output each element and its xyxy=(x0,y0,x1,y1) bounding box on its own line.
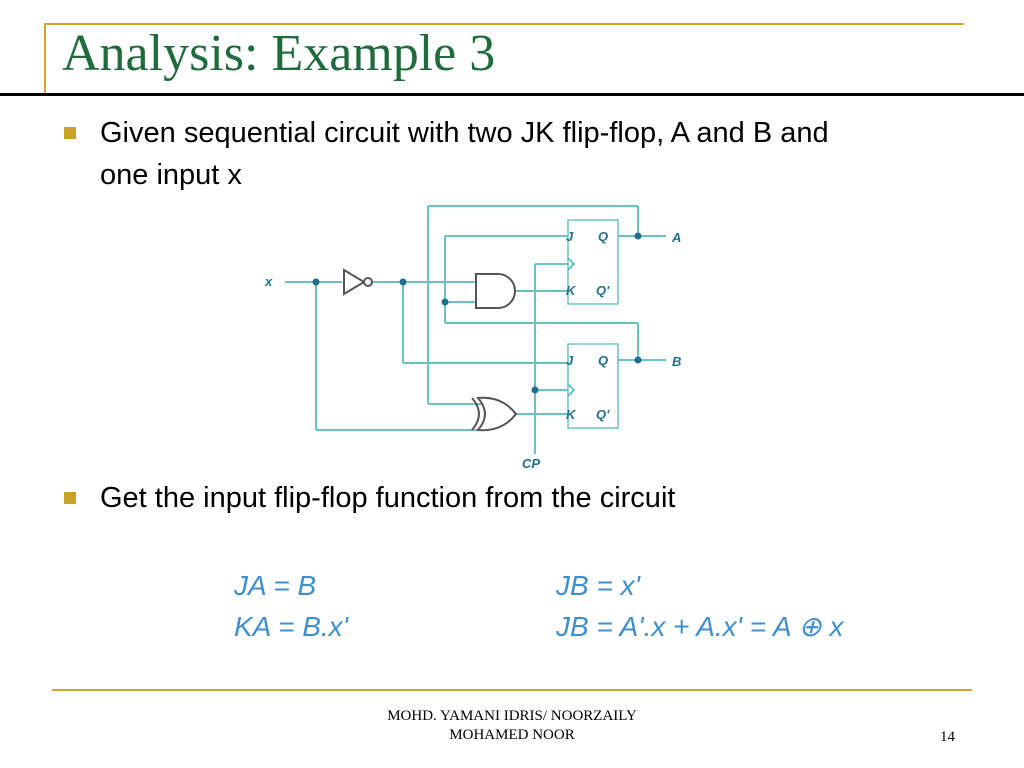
title-frame-top-rule xyxy=(44,23,964,25)
circuit-diagram: x A B CP J K Q Q' J K Q Q' xyxy=(264,205,681,470)
slide-title: Analysis: Example 3 xyxy=(62,25,496,82)
ff-b-pin-q-bar: Q' xyxy=(596,407,610,422)
ff-a-pin-q-bar: Q' xyxy=(596,283,610,298)
footer-rule xyxy=(52,689,972,691)
flip-flop-a xyxy=(567,219,619,305)
inverter-gate xyxy=(343,268,366,296)
input-x-label: x xyxy=(264,274,273,289)
ff-b-pin-k: K xyxy=(566,407,577,422)
bullet-text-1: Given sequential circuit with two JK fli… xyxy=(100,117,829,191)
bullet-marker-2 xyxy=(64,492,76,504)
ff-b-pin-j: J xyxy=(566,353,574,368)
output-a-label: A xyxy=(671,230,681,245)
clock-label: CP xyxy=(522,456,540,470)
ff-a-pin-j: J xyxy=(566,229,574,244)
inverter-bubble xyxy=(363,277,373,287)
circuit-junctions xyxy=(312,232,642,394)
page-number: 14 xyxy=(940,729,955,745)
bullet-marker-1 xyxy=(64,127,76,139)
flip-flop-boxes xyxy=(567,219,619,429)
footer-line-2: MOHAMED NOOR xyxy=(449,727,575,743)
bullet-text-2: Get the input flip-flop function from th… xyxy=(100,482,676,514)
circuit-wires xyxy=(285,205,666,454)
xor-gate-arc xyxy=(471,397,480,431)
flip-flop-b xyxy=(567,343,619,429)
ff-a-pin-k: K xyxy=(566,283,577,298)
equation-ka: KA = B.x' xyxy=(234,611,349,642)
ff-b-pin-q: Q xyxy=(598,353,608,368)
title-underline xyxy=(0,93,1024,96)
equation-jb: JB = x' xyxy=(556,570,640,601)
equation-ja: JA = B xyxy=(234,570,317,601)
output-b-label: B xyxy=(672,354,681,369)
or-gate xyxy=(475,396,518,432)
ff-a-pin-q: Q xyxy=(598,229,608,244)
logic-gates xyxy=(343,268,518,432)
title-frame-left-rule xyxy=(44,23,46,93)
and-gate xyxy=(475,273,516,309)
footer-line-1: MOHD. YAMANI IDRIS/ NOORZAILY xyxy=(387,708,637,724)
equation-kb: JB = A'.x + A.x' = A ⊕ x xyxy=(556,611,844,642)
footer-author: MOHD. YAMANI IDRIS/ NOORZAILY MOHAMED NO… xyxy=(362,707,662,745)
